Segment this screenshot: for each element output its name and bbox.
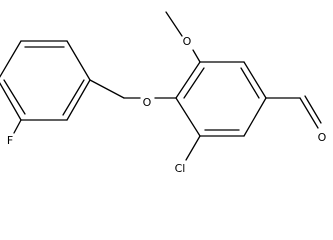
bond bbox=[0, 82, 22, 121]
bond bbox=[175, 97, 201, 137]
methoxy-oxygen-label: O bbox=[183, 35, 192, 48]
molecule-drawing: F O O Cl O bbox=[0, 11, 327, 175]
aromatic-inner-bond bbox=[183, 67, 205, 99]
c-cl-bond bbox=[185, 135, 201, 161]
aromatic-inner-bond bbox=[3, 79, 26, 115]
fluorophenyl-ring bbox=[0, 40, 91, 121]
methoxy-methyl-bond bbox=[165, 11, 183, 37]
aromatic-inner-bond bbox=[240, 67, 260, 99]
ring-ch2-bond bbox=[89, 79, 125, 99]
carbonyl-double-bond bbox=[304, 95, 322, 124]
bond bbox=[66, 79, 91, 121]
chlorine-label: Cl bbox=[175, 162, 186, 175]
bond bbox=[243, 97, 267, 137]
bond bbox=[66, 40, 91, 81]
aldehyde-oxygen-label: O bbox=[318, 131, 327, 144]
ring-methoxy-o-bond bbox=[192, 49, 201, 63]
fluorine-label: F bbox=[7, 134, 13, 147]
carbonyl-bond bbox=[299, 97, 319, 129]
central-ring bbox=[175, 61, 267, 137]
bond bbox=[0, 40, 22, 78]
bond bbox=[175, 61, 201, 99]
aromatic-inner-bond bbox=[62, 79, 85, 116]
bond bbox=[243, 61, 267, 99]
c-f-bond bbox=[13, 119, 22, 134]
structure-canvas: F O O Cl O bbox=[0, 11, 327, 175]
ether-oxygen-label: O bbox=[143, 96, 152, 109]
